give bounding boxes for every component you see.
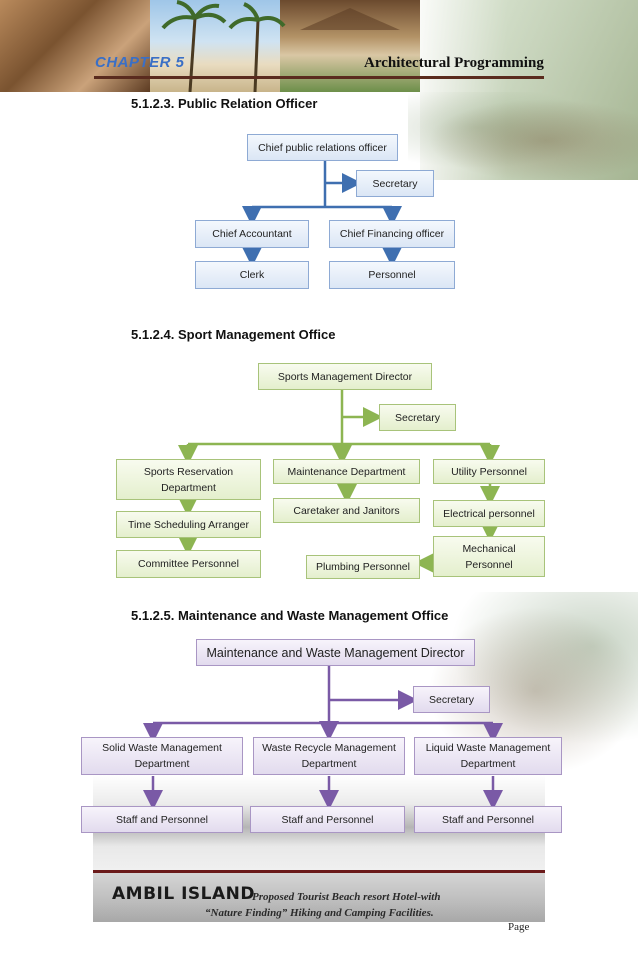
footer-tagline-1: Proposed Tourist Beach resort Hotel-with [252, 891, 441, 903]
box-plumbing: Plumbing Personnel [306, 555, 420, 579]
box-chief-pro: Chief public relations officer [247, 134, 398, 161]
footer-tagline-2: “Nature Finding” Hiking and Camping Faci… [205, 907, 434, 919]
box-utility-personnel: Utility Personnel [433, 459, 545, 484]
fountain-photo-top [408, 92, 638, 180]
box-chief-financing: Chief Financing officer [329, 220, 455, 248]
box-label: Maintenance and Waste Management Directo… [206, 645, 465, 660]
box-sport-secretary: Secretary [379, 404, 456, 431]
box-staff-liquid: Staff and Personnel [414, 806, 562, 833]
box-label-line1: Solid Waste Management [102, 742, 222, 754]
box-label: Time Scheduling Arranger [127, 518, 249, 531]
header-palm-trees [161, 0, 400, 92]
footer-brand: AMBIL ISLAND [112, 884, 256, 904]
header-title: Architectural Programming [364, 55, 544, 71]
box-sports-director: Sports Management Director [258, 363, 432, 390]
section-title-sport: 5.1.2.4. Sport Management Office [131, 327, 336, 342]
page-label: Page [508, 921, 530, 933]
box-waste-director: Maintenance and Waste Management Directo… [196, 639, 475, 666]
box-chief-accountant: Chief Accountant [195, 220, 309, 248]
box-maintenance-dept: Maintenance Department [273, 459, 420, 484]
chapter-label: CHAPTER 5 [95, 54, 185, 71]
box-label: Sports Management Director [277, 370, 413, 383]
box-label-line1: Mechanical [462, 542, 516, 555]
box-label: Maintenance Department [287, 465, 406, 478]
box-label: Electrical personnel [443, 507, 535, 520]
box-waste-secretary: Secretary [413, 686, 490, 713]
section-title-waste: 5.1.2.5. Maintenance and Waste Managemen… [131, 608, 449, 623]
box-label-line2: Department [161, 481, 216, 494]
box-label: Chief public relations officer [258, 141, 387, 154]
footer-band [93, 870, 545, 922]
box-label-line1: Liquid Waste Management [425, 742, 551, 754]
box-committee: Committee Personnel [116, 550, 261, 578]
header-rule [94, 76, 544, 79]
box-label-line2: Department [460, 758, 516, 770]
box-label-line2: Department [134, 758, 190, 770]
box-label: Staff and Personnel [115, 813, 209, 826]
footer-rule [93, 870, 545, 873]
box-label: Clerk [239, 269, 265, 281]
box-label: Secretary [395, 411, 440, 424]
box-label: Secretary [429, 693, 474, 706]
box-label: Staff and Personnel [441, 813, 535, 826]
box-label: Utility Personnel [451, 465, 527, 478]
box-label: Secretary [372, 177, 418, 190]
box-staff-recycle: Staff and Personnel [250, 806, 405, 833]
box-label: Chief Accountant [212, 228, 292, 240]
box-staff-solid: Staff and Personnel [81, 806, 243, 833]
box-label: Plumbing Personnel [316, 561, 410, 573]
section-title-pro: 5.1.2.3. Public Relation Officer [131, 96, 318, 111]
box-electrical: Electrical personnel [433, 500, 545, 527]
box-label: Chief Financing officer [339, 228, 445, 240]
box-label: Committee Personnel [138, 558, 239, 570]
box-caretaker: Caretaker and Janitors [273, 498, 420, 523]
box-label: Personnel [368, 269, 416, 281]
box-label-line2: Personnel [465, 558, 513, 571]
box-label: Staff and Personnel [281, 813, 374, 826]
box-label-line1: Waste Recycle Management [262, 742, 396, 754]
header-photo-garden [420, 0, 638, 180]
box-label: Caretaker and Janitors [293, 504, 400, 517]
box-label-line2: Department [301, 758, 357, 770]
box-pro-secretary: Secretary [356, 170, 434, 197]
box-time-scheduling: Time Scheduling Arranger [116, 511, 261, 538]
box-personnel: Personnel [329, 261, 455, 289]
box-clerk: Clerk [195, 261, 309, 289]
box-label-line1: Sports Reservation [143, 465, 234, 478]
